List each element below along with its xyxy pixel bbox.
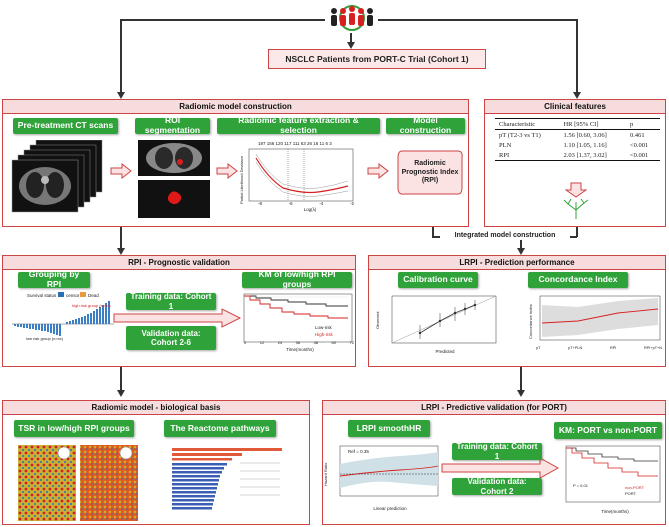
km-xtick: 36: [295, 340, 301, 345]
lasso-xtick: -8: [258, 201, 263, 206]
transfer-arrow-icon: [113, 308, 242, 328]
km-port-xlabel: Time(months): [601, 509, 629, 514]
lasso-plot: [248, 148, 354, 202]
calibration-xlabel: Predicted: [435, 349, 455, 354]
km-xtick: 0: [244, 340, 247, 345]
km-rpi-xlabel: Time(months): [286, 347, 314, 352]
concordance-plot: [539, 295, 661, 341]
concordance-label: Concordance Index: [528, 272, 628, 288]
calibration-ylabel: Observed: [375, 311, 380, 329]
grouping-label: Grouping by RPI: [18, 269, 90, 289]
cindex-xtick: pT+PLN: [568, 346, 583, 350]
model-construction-label: Model construction: [386, 115, 465, 135]
cindex-xtick: RPI: [609, 346, 617, 350]
transfer-arrow-icon: [441, 457, 560, 479]
km-high-legend: High-risk: [315, 332, 333, 337]
table-cell: 2.03 [1.37, 3.02]: [559, 150, 626, 161]
censor-legend-swatch: [58, 292, 64, 297]
roi-segmentation-image: [138, 140, 210, 218]
arrow-icon: [216, 163, 238, 179]
lasso-xtick: -2: [349, 201, 354, 206]
smoothhr-ref: Ref = 0.35: [348, 449, 369, 454]
lasso-xtick: -4: [319, 201, 324, 206]
port-validation-label: Validation data: Cohort 2: [452, 477, 542, 496]
cindex-xtick: RPI+pT+N: [644, 346, 662, 350]
low-risk-label: low risk group (n=xx): [26, 336, 64, 341]
col-header: HR [95% CI]: [559, 118, 626, 130]
km-port-legend-b: PORT: [625, 491, 637, 496]
smoothhr-label: LRPI smoothHR: [348, 420, 430, 437]
table-cell: 1.10 [1.05, 1.16]: [563, 141, 607, 149]
km-xtick: 24: [277, 340, 283, 345]
patients-icon: [331, 5, 373, 31]
table-cell: PLN: [499, 141, 512, 149]
table-cell: 1.56 [0.60, 3.06]: [563, 131, 607, 139]
high-risk-label: high risk group (n=xx): [72, 303, 111, 308]
nomogram-tree-icon: [563, 198, 589, 219]
table-cell: RPI: [495, 150, 560, 161]
radiomic-panel-title: Radiomic model construction: [3, 100, 468, 114]
tsr-label: TSR in low/high RPI groups: [14, 420, 134, 437]
km-rpi-plot: [243, 293, 353, 343]
cohort-header: NSCLC Patients from PORT-C Trial (Cohort…: [268, 49, 486, 69]
feature-extraction-label: Radiomic feature extraction & selection: [217, 115, 380, 135]
censor-legend-label: censor: [66, 293, 80, 298]
km-xtick: 12: [259, 340, 265, 345]
concordance-xticks: pT pT+PLN RPI RPI+pT+N: [536, 346, 662, 350]
lasso-xlabel: Log(λ): [303, 207, 317, 212]
lasso-xtick: -6: [288, 201, 293, 206]
dead-legend-swatch: [80, 292, 86, 297]
lasso-top-axis: 197 156 120 117 111 63 26 16 11 6 3: [258, 141, 332, 146]
calibration-label: Calibration curve: [398, 272, 478, 288]
km-low-legend: Low-risk: [315, 325, 332, 330]
rpi-waterfall-plot: [12, 301, 114, 336]
clinical-panel-title: Clinical features: [485, 100, 665, 114]
port-training-label: Training data: Cohort 1: [452, 442, 542, 461]
clinical-table: Characteristic HR [95% CI] p pT (T2-3 vs…: [495, 118, 660, 161]
down-arrow-icon: [565, 182, 587, 198]
km-xtick: 72: [349, 340, 354, 345]
km-port-plot: [565, 445, 661, 503]
smoothhr-plot: [339, 445, 439, 497]
smoothhr-ylabel: Hazard Ratio: [323, 462, 328, 486]
integrated-label: Integrated model construction: [440, 232, 570, 239]
km-port-legend-a: non-PORT: [625, 485, 645, 490]
training-cohort-label: Training data: Cohort 1: [126, 292, 216, 311]
km-port-pvalue: P = 0.01: [573, 483, 588, 488]
ct-scans-label: Pre-treatment CT scans: [13, 118, 118, 134]
cindex-xtick: pT: [536, 346, 541, 350]
reactome-bar-plot: [172, 448, 282, 510]
biology-panel-title: Radiomic model - biological basis: [3, 401, 309, 415]
survival-status-label: Survival status: [27, 293, 57, 298]
smoothhr-xlabel: Linear prediction: [373, 506, 407, 511]
dead-legend-label: Dead: [88, 293, 99, 298]
km-xtick: 60: [331, 340, 336, 345]
lrpi-performance-title: LRPI - Prediction performance: [369, 256, 665, 270]
km-port-label: KM: PORT vs non-PORT: [554, 422, 662, 439]
lrpi-validation-title: LRPI - Predictive validation (for PORT): [323, 401, 665, 415]
ct-scan-stack-image: [11, 140, 103, 213]
rpi-box: [397, 150, 463, 195]
arrow-icon: [367, 163, 389, 179]
validation-cohort-label: Validation data: Cohort 2-6: [126, 326, 216, 350]
table-cell: 0.461: [629, 131, 645, 139]
calibration-plot: [391, 295, 497, 344]
tsr-histology-image: [18, 445, 138, 521]
arrow-icon: [110, 163, 132, 179]
km-rpi-label: KM of low/high RPI groups: [242, 269, 352, 289]
rpi-validation-title: RPI - Prognostic validation: [3, 256, 355, 270]
table-cell: <0.001: [625, 150, 660, 161]
table-cell: pT (T2-3 vs T1): [499, 131, 541, 139]
table-cell: <0.001: [629, 141, 649, 149]
lasso-ylabel: Partial Likelihood Deviance: [239, 155, 244, 204]
reactome-label: The Reactome pathways: [164, 420, 276, 437]
rpi-label: Radiomic Prognostic Index (RPI): [401, 160, 459, 185]
lasso-xticks: -8 -6 -4 -2: [258, 201, 354, 206]
roi-segmentation-label: ROI segmentation: [135, 115, 210, 135]
concordance-ylabel: Concordance Index: [528, 304, 533, 340]
km-xtick: 48: [313, 340, 319, 345]
km-rpi-xticks: 0 12 24 36 48 60 72: [244, 340, 354, 345]
col-header: Characteristic: [495, 118, 560, 130]
col-header: p: [625, 118, 660, 130]
